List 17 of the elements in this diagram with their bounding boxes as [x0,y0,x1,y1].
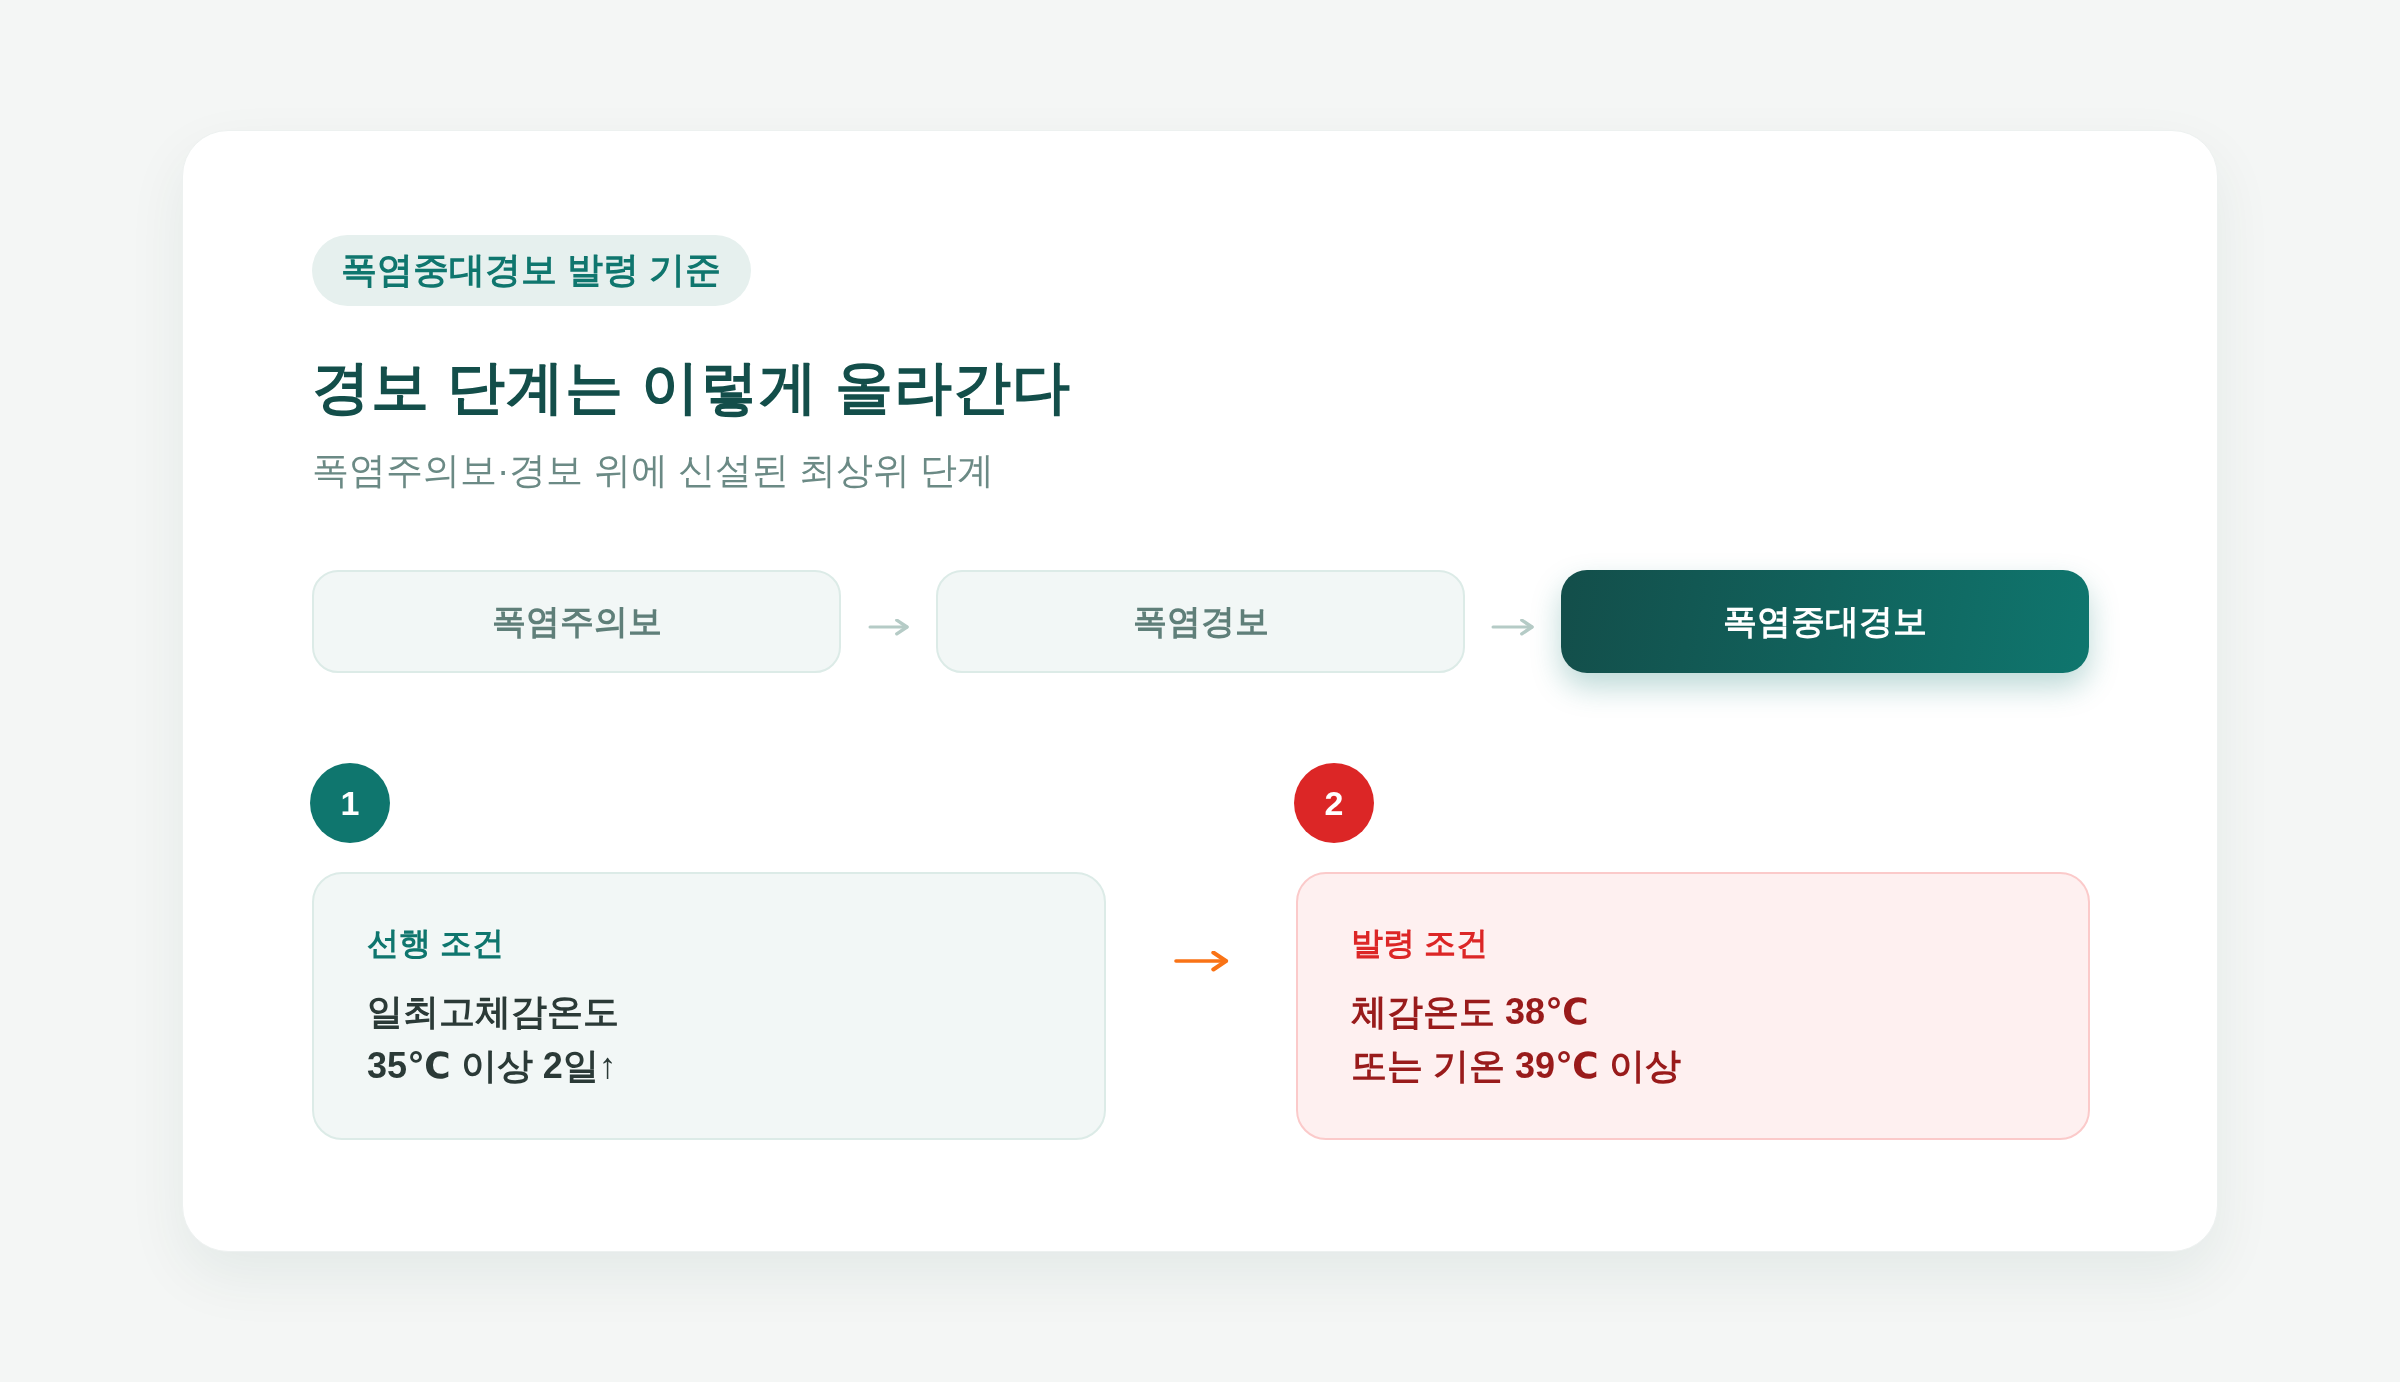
card-heading: 선행 조건 [367,924,504,962]
card-text: 일최고체감온도 35℃ 이상 2일↑ [367,990,619,1088]
arrow [1491,618,1534,636]
step-number: 2 [1294,763,1374,843]
subtitle: 폭염주의보·경보 위에 신설된 최상위 단계 [312,449,995,493]
title: 경보 단계는 이렇게 올라간다 [312,353,1072,421]
card-text: 체감온도 38℃ 또는 기온 39℃ 이상 [1351,990,1681,1088]
step-number: 1 [310,763,390,843]
category-badge: 폭염중대경보 발령 기준 [312,235,751,306]
arrow [1174,950,1229,972]
card-heading: 발령 조건 [1351,924,1488,962]
step-box: 폭염중대경보 [1561,570,2089,673]
step-box: 폭염주의보 [312,570,841,673]
condition-card [1296,872,2090,1140]
condition-card [312,872,1106,1140]
arrow [868,618,909,636]
step-box: 폭염경보 [936,570,1465,673]
